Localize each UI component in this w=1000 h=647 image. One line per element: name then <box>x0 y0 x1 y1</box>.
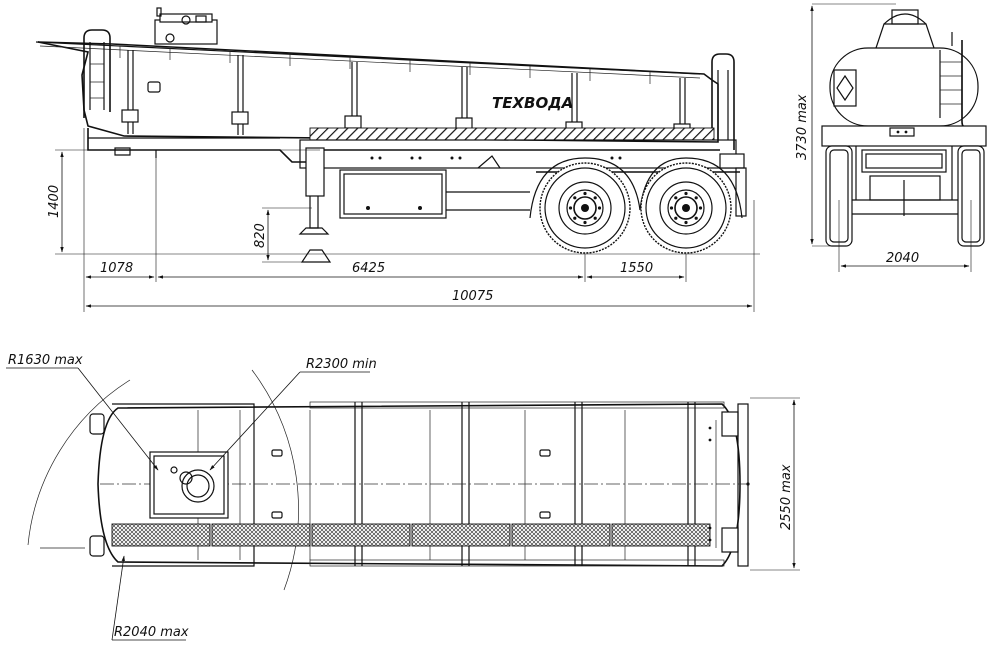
dim-overall-length: 10075 <box>452 289 493 304</box>
side-view: ТЕХВОДА <box>35 7 747 263</box>
rear-view <box>821 9 987 247</box>
dim-turn-radius-min: R2300 min <box>306 357 377 372</box>
dim-fifth-wheel-height: 820 <box>253 223 268 248</box>
dim-turn-radius-front: R2040 max <box>114 625 189 640</box>
dim-overall-width: 2550 max <box>779 464 794 530</box>
rear-view-dimensions: 3730 max 2040 <box>795 3 972 272</box>
dim-turn-radius-small: R1630 max <box>8 353 83 368</box>
top-view <box>27 369 750 591</box>
dim-front-overhang: 1078 <box>100 261 133 276</box>
dim-kingpin-to-axle: 6425 <box>352 261 385 276</box>
dim-axle-base: 1550 <box>620 261 653 276</box>
side-view-dimensions: 1400 820 1078 6425 1550 10075 <box>47 128 760 312</box>
top-view-dimensions: R1630 max R2300 min R2040 max 2550 max <box>6 353 800 641</box>
dim-overall-height: 3730 max <box>795 94 810 160</box>
dim-frame-height: 1400 <box>47 185 62 218</box>
tank-label: ТЕХВОДА <box>492 94 573 112</box>
dim-track-width: 2040 <box>886 251 919 266</box>
